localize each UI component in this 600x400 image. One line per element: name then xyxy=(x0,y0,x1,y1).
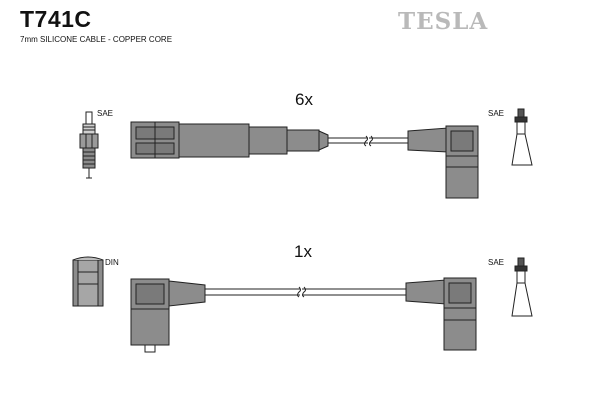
cable-spec-subtitle: 7mm SILICONE CABLE - COPPER CORE xyxy=(20,35,173,44)
din-terminal-icon xyxy=(72,256,104,307)
bottom-lead-quantity: 1x xyxy=(294,242,312,261)
spark-plug-icon xyxy=(79,111,99,179)
top-cable xyxy=(328,135,410,147)
bottom-left-connector-label: DIN xyxy=(105,258,119,267)
angled-boot-bottom-left xyxy=(130,278,206,353)
top-lead-quantity: 6x xyxy=(295,90,313,109)
part-number-title: T741C xyxy=(20,6,92,32)
angled-boot-top-right xyxy=(407,125,479,199)
sae-terminal-icon xyxy=(511,257,533,317)
straight-plug-boot xyxy=(130,121,329,159)
brand-logo: TESLA xyxy=(398,8,489,35)
angled-boot-bottom-right xyxy=(405,277,477,351)
top-right-connector-label: SAE xyxy=(488,109,505,118)
top-left-connector-label: SAE xyxy=(97,109,114,118)
bottom-right-connector-label: SAE xyxy=(488,258,505,267)
sae-terminal-icon xyxy=(511,108,533,166)
bottom-cable xyxy=(205,286,408,298)
